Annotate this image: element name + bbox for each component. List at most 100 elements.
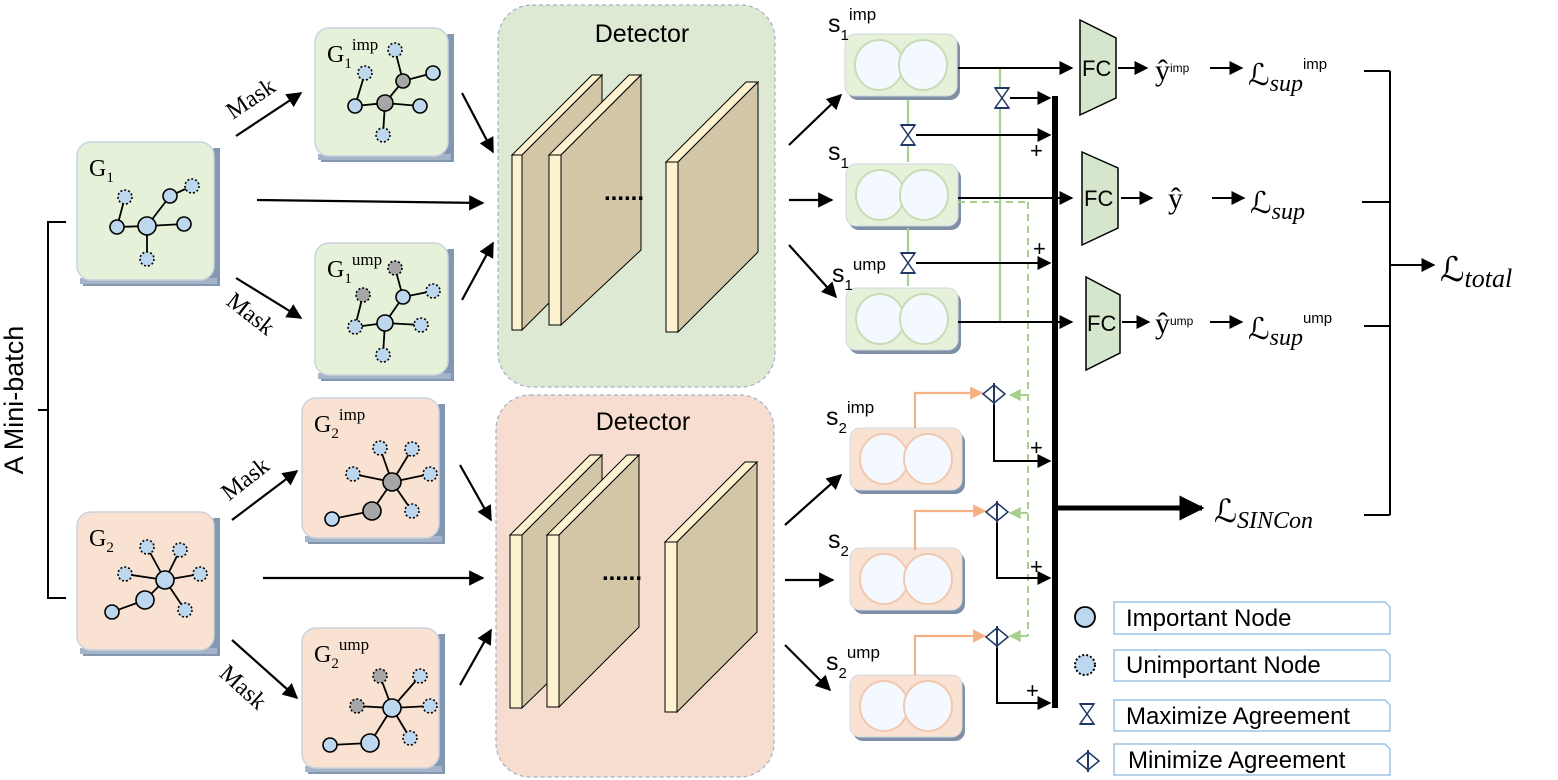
mask-arrows	[231, 92, 303, 700]
plus-signs: + + + + +	[1026, 138, 1046, 703]
unimportant-node	[375, 347, 391, 363]
graph-label: G2imp	[314, 405, 365, 442]
important-node	[137, 216, 157, 236]
important-node	[395, 73, 411, 89]
important-node	[395, 289, 411, 305]
representation-box-s1	[845, 163, 961, 230]
important-node-icon	[1074, 606, 1096, 628]
unimportant-node	[372, 440, 388, 456]
important-node	[135, 590, 155, 610]
graph-label: G2	[89, 526, 114, 556]
detector-layers-bottom	[508, 453, 759, 714]
rep-label-s1-imp: s1imp	[828, 5, 876, 44]
unimportant-node	[412, 668, 428, 684]
representation-box-s1-imp	[844, 33, 960, 100]
layer-ellipsis-bottom: ......	[602, 559, 642, 586]
unimportant-node	[139, 539, 155, 555]
orange-agreement-lines	[913, 386, 987, 675]
mask-label-3: Mask	[217, 453, 275, 506]
important-node	[412, 98, 428, 114]
rep-label-s2-ump: s2ump	[826, 643, 880, 682]
svg-text:+: +	[1033, 236, 1046, 261]
unimportant-node	[404, 441, 420, 457]
maximize-agreement-icon	[1078, 703, 1096, 725]
unimportant-node	[347, 319, 363, 335]
svg-text:+: +	[1030, 554, 1043, 579]
unimportant-node	[177, 602, 193, 618]
graph-card-g2-ump: G2ump	[301, 627, 445, 774]
unimportant-node	[422, 466, 438, 482]
important-node	[347, 98, 363, 114]
prediction-imp: ŷimp	[1155, 54, 1190, 87]
legend-unimportant: Unimportant Node	[1074, 649, 1391, 682]
legend-maximize: Maximize Agreement	[1078, 699, 1391, 732]
fc-to-y-arrows	[1118, 61, 1246, 329]
graph-card-g1-imp: G1imp	[314, 27, 454, 162]
representation-box-s2	[849, 547, 965, 614]
output-arrows	[784, 93, 843, 692]
important-node	[176, 216, 192, 232]
graph-label: G1ump	[327, 250, 382, 287]
maximize-agreement-icon	[899, 124, 917, 146]
important-node	[360, 733, 380, 753]
mini-batch-bracket	[38, 221, 66, 599]
important-node	[382, 472, 402, 492]
fc-label-main: FC	[1084, 186, 1113, 211]
important-node	[376, 94, 394, 112]
svg-text:+: +	[1030, 435, 1043, 460]
loss-aggregation-lines	[1362, 70, 1436, 516]
svg-text:+: +	[1030, 138, 1043, 163]
legend-important: Important Node	[1074, 601, 1391, 635]
rep-label-s2-imp: s2imp	[826, 398, 874, 437]
representation-box-s1-ump	[845, 287, 961, 354]
unimportant-node-icon	[1074, 654, 1096, 676]
graph-label: G2ump	[314, 635, 369, 672]
fc-block-imp	[1079, 18, 1117, 117]
loss-sincon: ℒSINCon	[1214, 493, 1313, 534]
unimportant-node	[387, 42, 403, 58]
rep-label-s1: s1	[828, 138, 849, 172]
important-node	[362, 501, 382, 521]
important-node	[162, 188, 178, 204]
layer-ellipsis-top: ......	[604, 179, 644, 206]
important-node	[322, 737, 338, 753]
unimportant-node	[184, 178, 200, 194]
graph-card-g2: G2	[76, 511, 220, 656]
loss-sup: ℒsup	[1250, 187, 1305, 225]
rep-label-s2: s2	[828, 526, 849, 560]
unimportant-node	[372, 668, 388, 684]
fc-blocks	[1079, 18, 1121, 372]
important-node	[104, 604, 120, 620]
unimportant-node	[355, 287, 371, 303]
mask-label-1: Mask	[222, 74, 281, 125]
graph-card-g1: G1	[76, 141, 220, 286]
svg-text:Unimportant Node: Unimportant Node	[1126, 652, 1321, 679]
unimportant-node	[345, 466, 361, 482]
unimportant-node	[357, 65, 373, 81]
svg-text:Maximize Agreement: Maximize Agreement	[1126, 703, 1350, 730]
unimportant-node	[172, 542, 188, 558]
fc-block-ump	[1085, 275, 1121, 372]
unimportant-node	[375, 127, 391, 143]
fc-label-imp: FC	[1082, 56, 1111, 81]
minimize-agreement-icon	[984, 626, 1010, 648]
graph-label: G1	[89, 156, 114, 186]
detector-label-bottom: Detector	[596, 408, 690, 436]
unimportant-node	[422, 698, 438, 714]
unimportant-node	[117, 189, 133, 205]
maximize-agreement-icon	[899, 252, 917, 274]
minimize-agreement-icon	[981, 383, 1007, 405]
detector-layers-top	[510, 73, 760, 334]
loss-sup-imp: ℒsupimp	[1248, 56, 1327, 97]
graph-card-g2-imp: G2imp	[301, 397, 445, 544]
graph-label: G1imp	[327, 35, 378, 72]
fc-block-main	[1081, 150, 1119, 247]
minimize-agreement-icon	[984, 501, 1010, 523]
important-node	[109, 219, 125, 235]
unimportant-node	[349, 698, 365, 714]
important-node	[155, 570, 175, 590]
mini-batch-label: A Mini-batch	[0, 326, 29, 475]
unimportant-node	[387, 260, 403, 276]
important-node	[425, 65, 441, 81]
